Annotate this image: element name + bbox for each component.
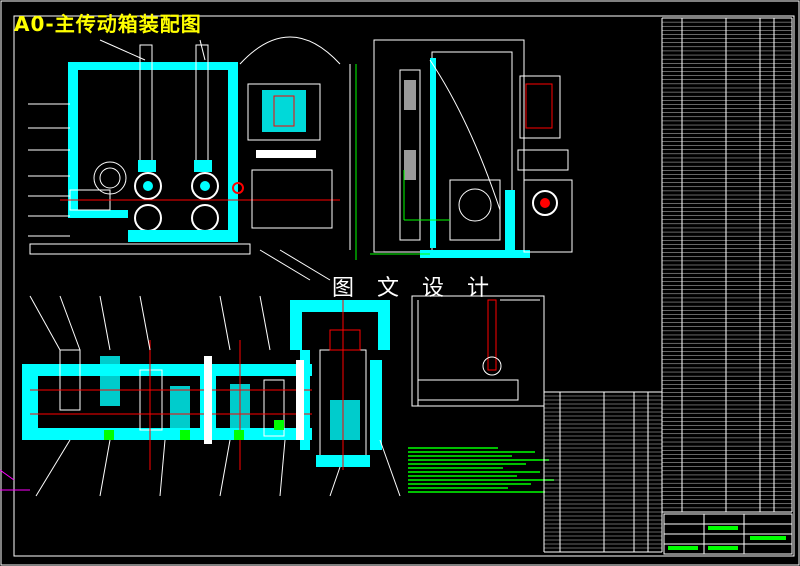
technical-requirements-notes [408,447,554,493]
watermark-text: 图 文 设 计 [332,276,497,301]
drawing-title: A0-主传动箱装配图 [14,12,202,36]
front-view [28,36,351,281]
parts-list-table-middle [543,391,663,553]
drawing-frame [13,15,795,557]
parts-list-table-right [661,17,793,513]
side-view [355,39,573,260]
section-view [0,295,401,497]
title-block [663,513,793,555]
detail-view [411,295,545,407]
